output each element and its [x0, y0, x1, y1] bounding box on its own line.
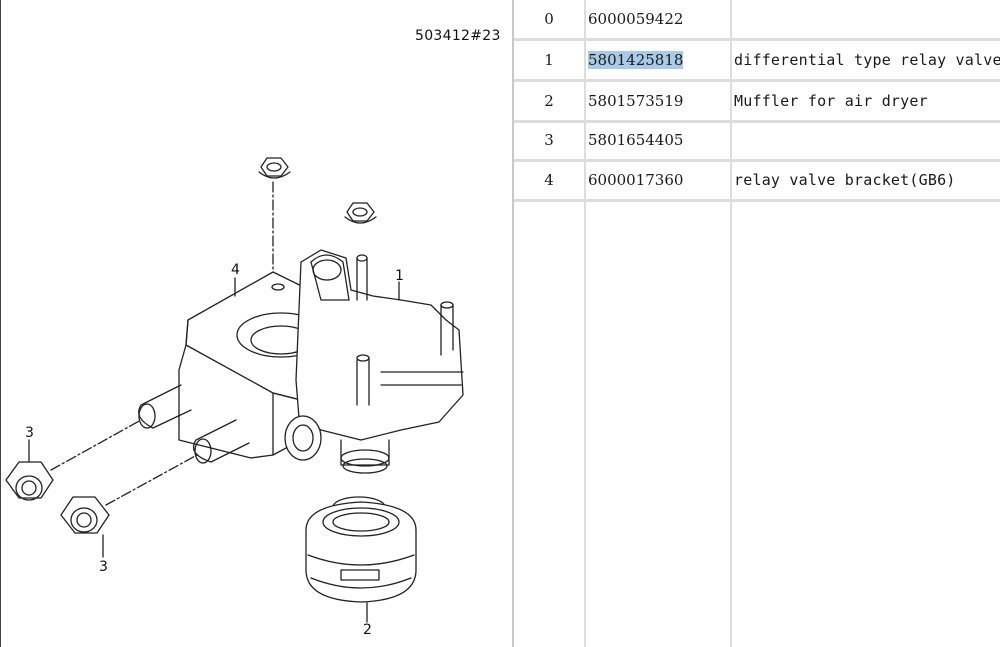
part-number[interactable]: 6000059422: [588, 10, 684, 28]
table-row[interactable]: 4 6000017360 relay valve bracket(GB6): [514, 161, 1000, 202]
callout-2: 2: [363, 622, 372, 638]
row-index: 2: [544, 92, 554, 110]
flange-nut-top-right: [344, 202, 377, 224]
part-number[interactable]: 5801654405: [588, 131, 684, 149]
callout-4: 4: [231, 262, 240, 278]
hex-nut-left: [5, 461, 54, 501]
part-number[interactable]: 6000017360: [588, 171, 684, 189]
muffler: [305, 496, 417, 603]
panel-divider: [512, 0, 514, 647]
part-number-selected[interactable]: 5801425818: [588, 41, 728, 79]
diagram-code: 503412#23: [415, 28, 501, 44]
part-description: relay valve bracket(GB6): [734, 171, 956, 189]
callout-1: 1: [395, 268, 404, 284]
part-description: Muffler for air dryer: [734, 92, 928, 110]
callout-3-left: 3: [25, 425, 34, 441]
column-divider: [730, 0, 732, 647]
part-description: [734, 0, 1000, 38]
table-row[interactable]: 0 6000059422: [514, 0, 1000, 41]
table-row[interactable]: 2 5801573519 Muffler for air dryer: [514, 82, 1000, 123]
part-number[interactable]: 5801573519: [588, 92, 684, 110]
exploded-parts-diagram: 1 2 3 3 4: [5, 157, 464, 638]
part-description: [734, 121, 1000, 159]
row-index: 4: [544, 171, 554, 189]
selected-part-number[interactable]: 5801425818: [588, 51, 684, 69]
table-row[interactable]: 3 5801654405: [514, 121, 1000, 162]
column-divider: [584, 0, 586, 647]
flange-nut-top-left: [258, 157, 291, 179]
relay-valve-body: [284, 249, 464, 474]
hex-nut-right: [60, 496, 110, 534]
diagram-panel: 503412#23: [0, 0, 501, 647]
parts-table: 0 6000059422 1 5801425818 differential t…: [514, 0, 1000, 647]
row-index: 0: [544, 10, 554, 28]
row-index: 1: [544, 51, 554, 69]
table-row[interactable]: 1 5801425818 differential type relay val…: [514, 41, 1000, 82]
callout-3-right: 3: [99, 559, 108, 575]
part-description: differential type relay valve: [734, 51, 1000, 69]
row-index: 3: [544, 131, 554, 149]
